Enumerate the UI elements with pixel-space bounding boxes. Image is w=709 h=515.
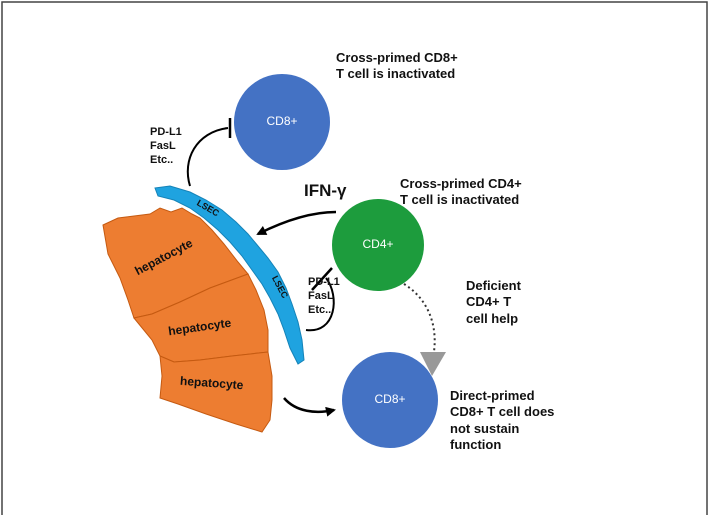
deficient-line-2: CD4+ T [466, 294, 512, 310]
cd8-cell-bottom [342, 352, 438, 448]
inhibition-arrow-bottom [305, 277, 335, 332]
inhib-top-line-1: PD-L1 [150, 126, 182, 138]
lsec-layer [154, 185, 305, 365]
cd8-cell-top [234, 74, 330, 170]
cd4-cell [332, 199, 424, 291]
hepatocyte-bottom [159, 351, 273, 433]
cd4-help-arrowhead [420, 352, 446, 376]
inhib-top-line-2: FasL [150, 139, 176, 152]
cross-cd8-line-2: T cell is inactivated [336, 66, 456, 82]
deficient-line-3: cell help [466, 310, 519, 326]
cd8-bottom-label: CD8+ [374, 392, 406, 406]
cross-primed-cd8-label: Cross-primed CD8+ T cell is inactivated [336, 50, 458, 83]
direct-primed-label: Direct-primed CD8+ T cell does not susta… [450, 388, 554, 453]
inhib-bottom-line-1: PD-L1 [308, 276, 340, 288]
inhibitors-top-label: PD-L1 FasL Etc.. [150, 126, 182, 167]
direct-line-3: not sustain [450, 420, 520, 436]
cross-cd4-line-1: Cross-primed CD4+ [400, 176, 522, 191]
ifn-gamma-arrow [256, 210, 337, 236]
hepatocyte-top [102, 207, 249, 319]
inhibition-bar-bottom [311, 267, 333, 291]
ifn-gamma-label: IFN-γ [304, 181, 347, 200]
inhibitors-bottom-label: PD-L1 FasL Etc.. [308, 276, 340, 317]
cross-primed-cd4-label: Cross-primed CD4+ T cell is inactivated [400, 176, 522, 209]
cross-cd8-line-1: Cross-primed CD8+ [336, 50, 458, 65]
inhib-bottom-line-3: Etc.. [308, 303, 332, 316]
deficient-help-label: Deficient CD4+ T cell help [466, 278, 521, 327]
cross-cd4-line-2: T cell is inactivated [400, 192, 520, 208]
cd4-help-dashed-arrow [403, 283, 436, 363]
direct-line-1: Direct-primed [450, 388, 535, 403]
inhib-bottom-line-2: FasL [308, 289, 334, 302]
cd4-label: CD4+ [362, 237, 394, 251]
inhib-top-line-3: Etc.. [150, 153, 174, 166]
direct-line-2: CD8+ T cell does [450, 404, 555, 420]
hepatocyte-to-cd8-arrow [283, 397, 336, 417]
cd8-top-label: CD8+ [266, 114, 298, 128]
deficient-line-1: Deficient [466, 278, 521, 293]
inhibition-arrow-top [186, 127, 229, 187]
direct-line-4: function [450, 436, 502, 452]
